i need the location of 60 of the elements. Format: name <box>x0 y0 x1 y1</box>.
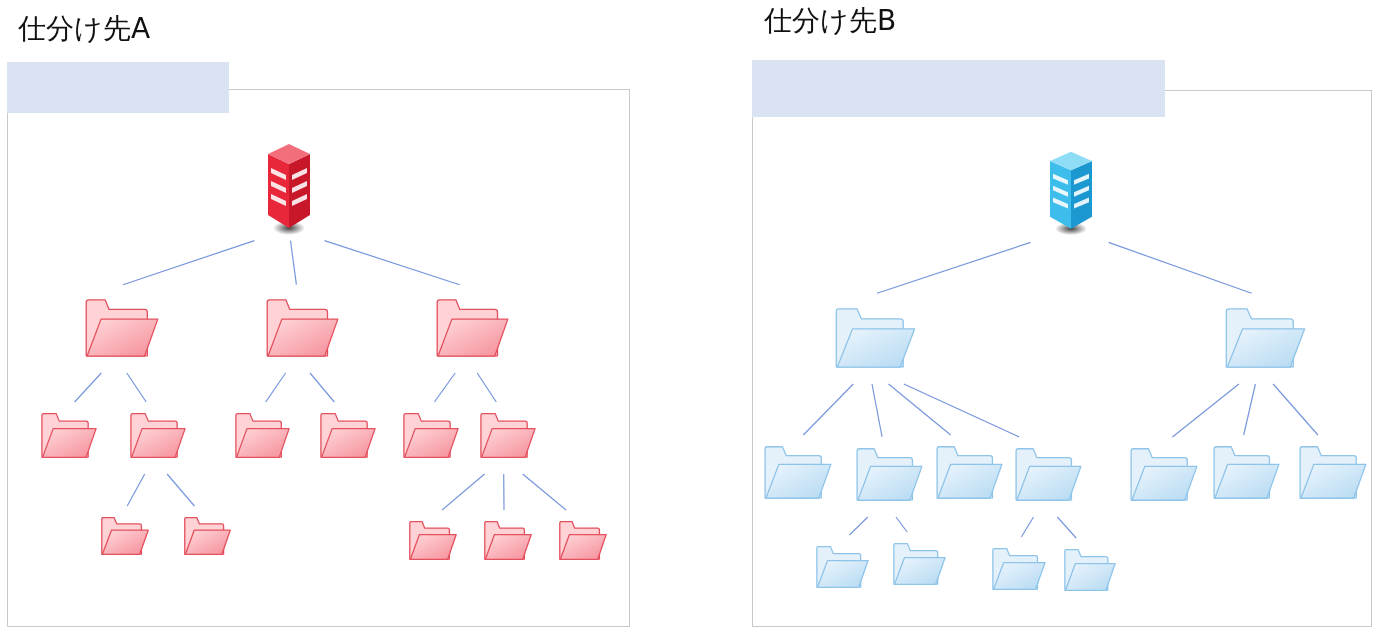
server-icon <box>265 142 313 237</box>
connector-line <box>802 383 854 436</box>
folder-icon <box>1130 448 1198 501</box>
connector-line <box>433 372 456 403</box>
connector-line <box>309 372 335 403</box>
connector-line <box>126 372 147 403</box>
folder-icon <box>1213 446 1280 499</box>
folder-icon <box>320 413 376 458</box>
folder-icon <box>101 517 149 555</box>
connector-line <box>289 240 297 286</box>
connector-line <box>503 473 505 511</box>
connector-line <box>848 516 869 536</box>
folder-icon <box>893 543 946 585</box>
connector-line <box>1243 383 1256 436</box>
folder-icon <box>130 413 186 458</box>
connector-line <box>441 473 486 511</box>
folder-icon <box>816 546 869 588</box>
heading: 仕分け先A <box>18 12 151 46</box>
folder-icon <box>1225 308 1306 368</box>
connector-line <box>1171 383 1240 438</box>
connector-line <box>122 240 255 286</box>
connector-line <box>265 372 287 403</box>
heading: 仕分け先B <box>764 4 897 38</box>
folder-icon <box>409 521 457 560</box>
connector-line <box>903 383 1020 438</box>
connector-line <box>1020 516 1035 538</box>
connector-line <box>1056 516 1077 539</box>
folder-icon <box>436 299 509 357</box>
folder-icon <box>85 299 159 357</box>
folder-icon <box>484 521 532 560</box>
folder-icon <box>856 448 923 501</box>
folder-icon <box>1064 549 1116 591</box>
connector-line <box>871 383 883 438</box>
folder-icon <box>266 299 339 357</box>
folder-icon <box>480 413 536 458</box>
folder-icon <box>835 308 916 368</box>
folder-icon <box>1299 446 1367 499</box>
connector-line <box>1108 241 1253 294</box>
connector-line <box>1272 383 1319 436</box>
folder-icon <box>184 517 231 555</box>
server-icon <box>1047 150 1095 237</box>
folder-icon <box>403 413 459 458</box>
tab <box>7 62 229 113</box>
connector-line <box>522 473 567 511</box>
folder-icon <box>1015 448 1082 501</box>
tab <box>752 60 1165 117</box>
folder-icon <box>559 521 607 560</box>
folder-icon <box>764 446 832 499</box>
folder-icon <box>235 413 290 458</box>
connector-line <box>323 240 461 286</box>
folder-icon <box>41 413 97 458</box>
folder-icon <box>992 548 1046 590</box>
connector-line <box>126 473 146 507</box>
connector-line <box>895 516 908 533</box>
connector-line <box>476 372 497 403</box>
folder-icon <box>936 446 1003 499</box>
connector-line <box>166 473 195 507</box>
connector-line <box>887 383 952 436</box>
connector-line <box>876 241 1032 294</box>
connector-line <box>74 372 102 403</box>
